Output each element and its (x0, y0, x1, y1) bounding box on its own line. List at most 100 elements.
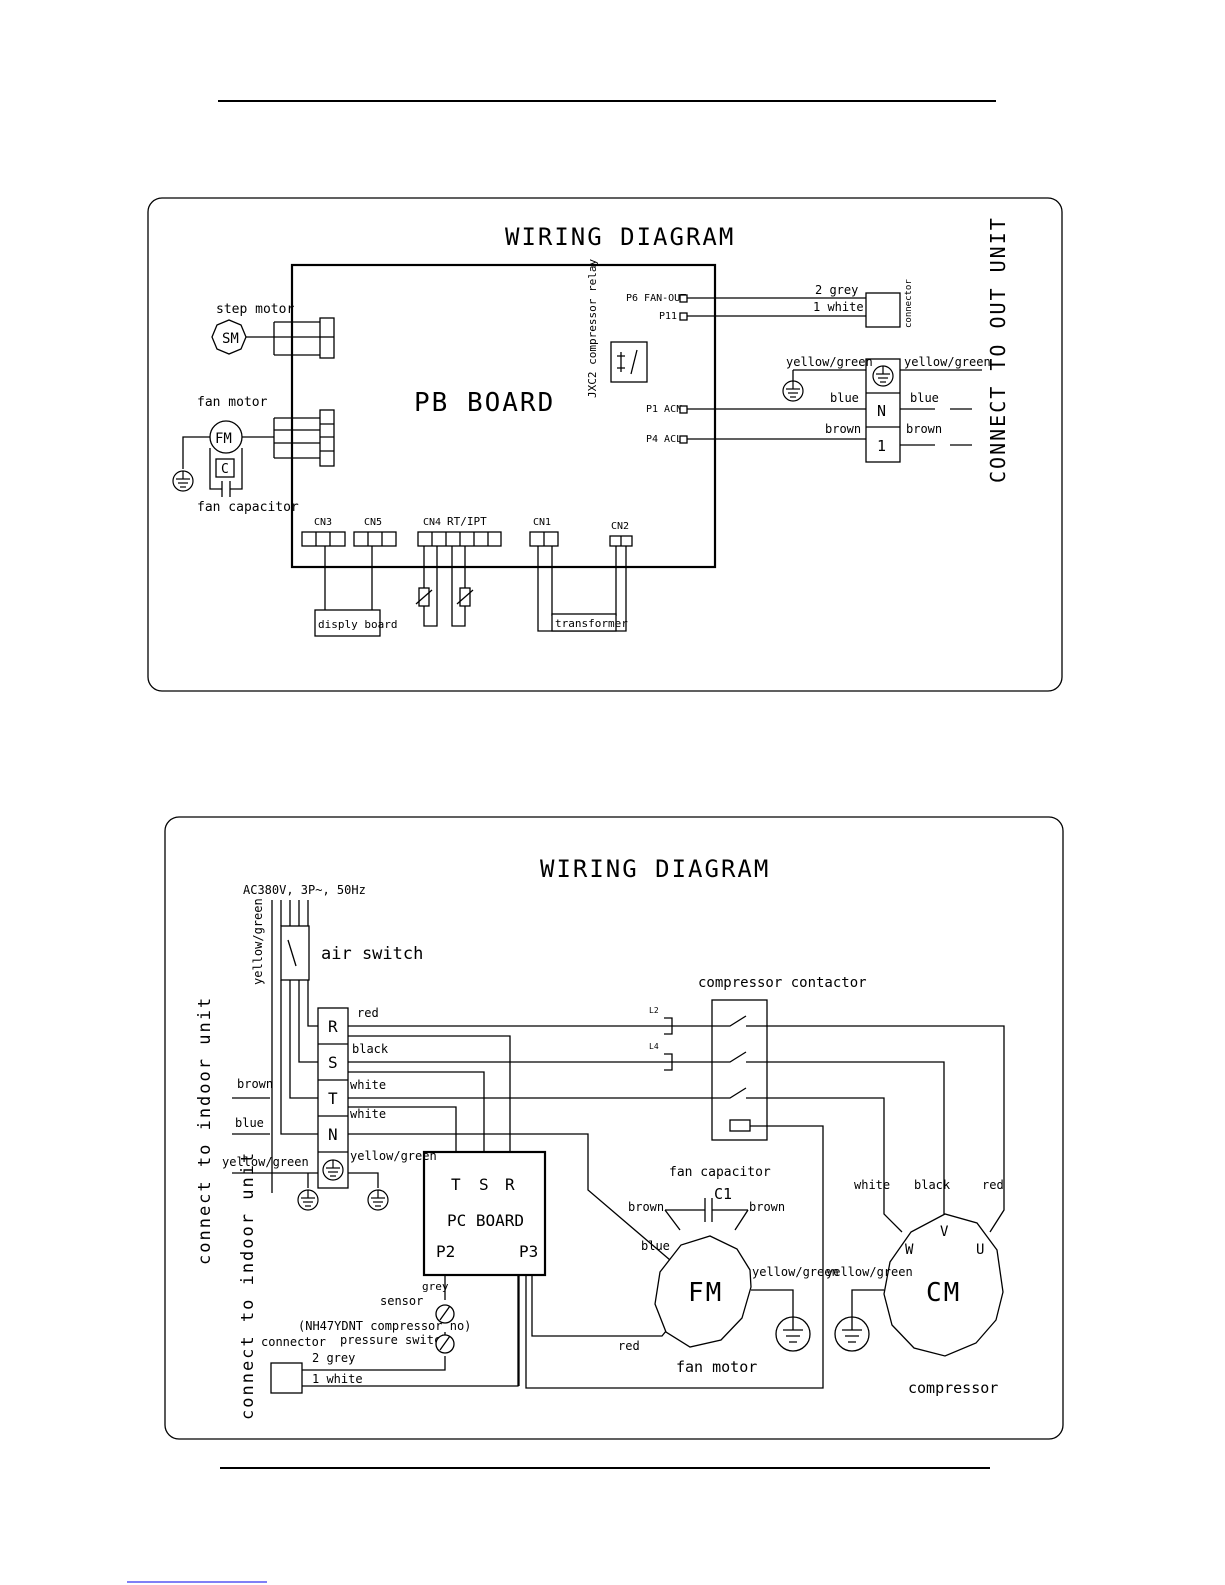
fm-yg-label: yellow/green (752, 1265, 839, 1279)
p4-label: P4 ACL (646, 434, 682, 445)
contactor-coil (729, 1119, 751, 1132)
compressor-contactor-label: compressor contactor (698, 975, 867, 991)
supply-label: AC380V, 3P~, 50Hz (243, 883, 366, 897)
compressor-cm: CM (926, 1278, 961, 1308)
cm-u: U (976, 1242, 984, 1258)
outdoor-wiring-diagram: WIRING DIAGRAM AC380V, 3P~, 50Hz yellow/… (164, 816, 1064, 1440)
fan-motor-ground-icon (172, 470, 194, 492)
cm-black-label: black (914, 1178, 951, 1192)
cm-v: V (940, 1224, 949, 1240)
pc-board-label: PC BOARD (447, 1211, 524, 1230)
fan-motor-label: fan motor (676, 1358, 757, 1376)
red-label: red (357, 1006, 379, 1020)
air-switch-label: air switch (321, 944, 423, 964)
terminal-1: 1 (877, 437, 886, 455)
pc-r: R (505, 1175, 515, 1194)
yg-right-label: yellow/green (904, 355, 991, 369)
outdoor-white1-label: 1 white (312, 1372, 363, 1386)
pc-s: S (479, 1175, 489, 1194)
fm-blue-label: blue (641, 1239, 670, 1253)
transformer-label: transformer (555, 617, 628, 630)
cm-w: W (905, 1242, 914, 1258)
white-label-2: white (350, 1107, 386, 1121)
outdoor-terminal-ground-icon (322, 1159, 344, 1181)
outdoor-connector-label: connector (261, 1335, 326, 1349)
p3-label: P3 (519, 1242, 538, 1261)
pc-t: T (451, 1175, 461, 1194)
cm-yg-label: yellow/green (826, 1265, 913, 1279)
terminal-t: T (328, 1089, 338, 1108)
fan-capacitor-label: fan capacitor (669, 1165, 771, 1180)
step-motor-connector (319, 317, 335, 359)
cn4-label: CN4 (423, 517, 441, 528)
pressure-switch-label: pressure switch (340, 1333, 448, 1347)
brown-label: brown (237, 1077, 273, 1091)
p11-label: P11 (659, 311, 677, 322)
terminal-n: N (877, 402, 886, 420)
outdoor-terminal-block (317, 1007, 349, 1189)
yg-vertical-label: yellow/green (251, 898, 265, 985)
cn2-label: CN2 (611, 521, 629, 532)
rt-ipt-label: RT/IPT (447, 515, 487, 528)
grey2-label: 2 grey (815, 283, 858, 297)
indoor-title: WIRING DIAGRAM (505, 223, 735, 251)
pb-board (290, 263, 717, 569)
step-motor-label: step motor (216, 302, 294, 317)
indoor-connector (865, 292, 901, 328)
step-motor-sm: SM (222, 331, 239, 347)
connect-indoor-label-1: connect to indoor unit (195, 996, 215, 1265)
p6-label: P6 FAN-OUT (626, 293, 686, 304)
relay-box (610, 341, 648, 383)
cn3-label: CN3 (314, 517, 332, 528)
fm-red-label: red (618, 1339, 640, 1353)
compressor-contactor (711, 999, 768, 1141)
connect-out-unit-label: CONNECT TO OUT UNIT (986, 216, 1010, 483)
outdoor-grey2-label: 2 grey (312, 1351, 355, 1365)
pc-board (422, 1150, 547, 1277)
black-label: black (352, 1042, 389, 1056)
terminal-r: R (328, 1017, 338, 1036)
grey-label: grey (422, 1280, 449, 1293)
terminal-ground-icon (872, 365, 894, 387)
white-label-1: white (350, 1078, 386, 1092)
air-switch-box (280, 925, 310, 981)
terminal-n: N (328, 1125, 338, 1144)
fan-motor-symbol (654, 1235, 752, 1348)
yg-left-label: yellow/green (786, 355, 873, 369)
fc-brown-left: brown (628, 1200, 664, 1214)
compressor-symbol (883, 1213, 1004, 1357)
step-motor-symbol (211, 319, 247, 355)
blue-right-label: blue (910, 391, 939, 405)
fc-brown-right: brown (749, 1200, 785, 1214)
cn5-label: CN5 (364, 517, 382, 528)
white1-label: 1 white (813, 300, 864, 314)
fan-capacitor-label: fan capacitor (197, 500, 299, 515)
sensor-label: sensor (380, 1294, 423, 1308)
terminal-s: S (328, 1053, 338, 1072)
indoor-wiring-diagram: WIRING DIAGRAM PB BOARD step motor SM fa… (147, 197, 1063, 692)
pb-board-label: PB BOARD (414, 388, 555, 418)
compressor-label: compressor (908, 1379, 998, 1397)
indoor-frame (147, 197, 1063, 692)
fan-cap-box (215, 458, 235, 478)
connect-indoor-label-2: connect to indoor unit (238, 1151, 258, 1420)
outdoor-title: WIRING DIAGRAM (540, 855, 770, 883)
connector-label: connector (904, 279, 914, 328)
nh-note: (NH47YDNT compressor no) (298, 1319, 471, 1333)
display-board (314, 609, 381, 637)
cm-red-label: red (982, 1178, 1004, 1192)
outdoor-left-ground-icon (297, 1189, 319, 1211)
outdoor-mid-ground-icon (367, 1189, 389, 1211)
fan-motor-fm: FM (688, 1278, 723, 1308)
display-board-label: disply board (318, 618, 397, 631)
cm-white-label: white (854, 1178, 890, 1192)
p1-label: P1 ACN (646, 404, 682, 415)
l4-label: L4 (649, 1042, 659, 1051)
outdoor-connector (270, 1362, 303, 1394)
yg-left-label: yellow/green (222, 1155, 309, 1169)
p2-label: P2 (436, 1242, 455, 1261)
blue-label: blue (235, 1116, 264, 1130)
outdoor-frame (164, 816, 1064, 1440)
c1-label: C1 (714, 1185, 732, 1203)
